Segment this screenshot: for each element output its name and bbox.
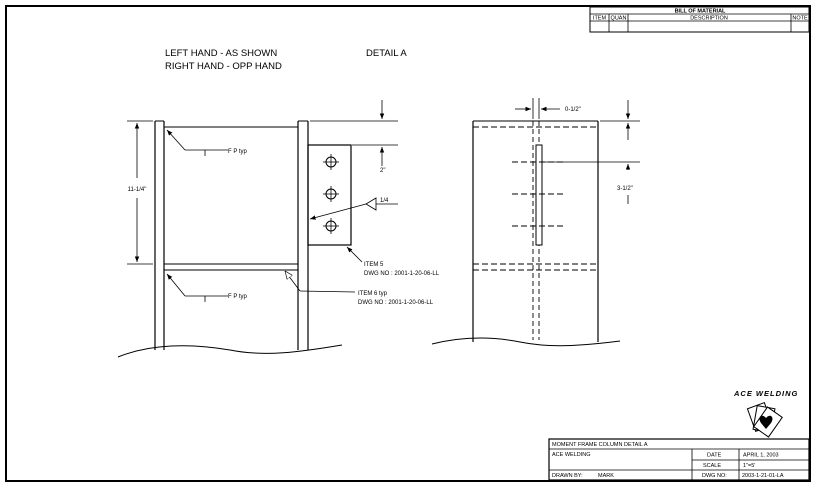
company-name: ACE WELDING	[552, 452, 591, 458]
bom-title: BILL OF MATERIAL	[675, 9, 726, 15]
plate-offset-dimension: 2"	[310, 100, 398, 174]
break-line	[117, 344, 343, 358]
web-offset-dimension: 0-1/2"	[515, 98, 581, 119]
item5-dwg: DWG NO : 2001-1-20-06-LL	[364, 271, 440, 277]
drawing-title: MOMENT FRAME COLUMN DETAIL A	[552, 442, 648, 448]
ace-welding-logo: ACE WELDING	[733, 389, 798, 438]
fp-label-bottom: F P typ	[228, 294, 248, 300]
break-line	[431, 337, 621, 347]
fp-label-top: F P typ	[228, 149, 248, 155]
left-elevation-view	[117, 120, 352, 358]
fp-callout-top: F P typ	[166, 129, 248, 156]
bom-col-note: NOTE	[792, 16, 808, 22]
sheet-border	[5, 5, 811, 482]
right-hand-note: RIGHT HAND - OPP HAND	[165, 61, 282, 72]
bom-col-description: DESCRIPTION	[690, 16, 728, 22]
item6-dwg: DWG NO : 2001-1-20-06-LL	[358, 300, 434, 306]
item5-callout: ITEM 5 DWG NO : 2001-1-20-06-LL	[346, 246, 440, 277]
bom-col-item: ITEM	[593, 16, 607, 22]
height-dimension: 11-1/4"	[127, 120, 153, 265]
title-block: MOMENT FRAME COLUMN DETAIL A ACE WELDING…	[548, 438, 810, 481]
shear-tab	[535, 144, 543, 246]
shear-plate	[307, 144, 352, 246]
drawn-by-label: DRAWN BY:	[552, 473, 583, 479]
playing-cards-icon	[746, 402, 783, 438]
item6-callout: ITEM 6 typ DWG NO : 2001-1-20-06-LL	[285, 271, 434, 306]
date-label: DATE	[707, 453, 722, 459]
bill-of-material-table: BILL OF MATERIAL ITEM QUAN DESCRIPTION N…	[589, 6, 810, 33]
bom-col-quan: QUAN	[611, 16, 627, 22]
weld-size-label: 1/4	[380, 198, 389, 204]
weld-symbol: 1/4	[309, 197, 398, 220]
dwg-no-label: DWG NO:	[702, 473, 727, 479]
bolt-hole-icon	[323, 186, 339, 202]
bolt-spacing-dimension: 3-1/2"	[600, 100, 640, 204]
bolt-spacing-label: 3-1/2"	[617, 186, 633, 192]
right-section-view	[431, 120, 640, 347]
item6-label: ITEM 6 typ	[358, 291, 388, 297]
scale-label: SCALE	[703, 463, 721, 469]
bolt-hole-icon	[323, 218, 339, 234]
web-offset-label: 0-1/2"	[565, 107, 581, 113]
left-hand-note: LEFT HAND - AS SHOWN	[165, 48, 277, 59]
logo-text: ACE WELDING	[733, 389, 798, 398]
plate-offset-label: 2"	[380, 168, 385, 174]
detail-title: DETAIL A	[366, 48, 407, 59]
scale-value: 1"=5'	[743, 463, 755, 469]
fp-callout-bottom: F P typ	[166, 273, 248, 302]
dwg-no-value: 2003-1-21-01-LA	[742, 473, 784, 479]
bolt-hole-icon	[323, 154, 339, 170]
date-value: APRIL 1, 2003	[743, 453, 779, 459]
height-dimension-label: 11-1/4"	[128, 187, 147, 193]
item5-label: ITEM 5	[364, 262, 384, 268]
drawn-by-value: MARK	[598, 473, 614, 479]
